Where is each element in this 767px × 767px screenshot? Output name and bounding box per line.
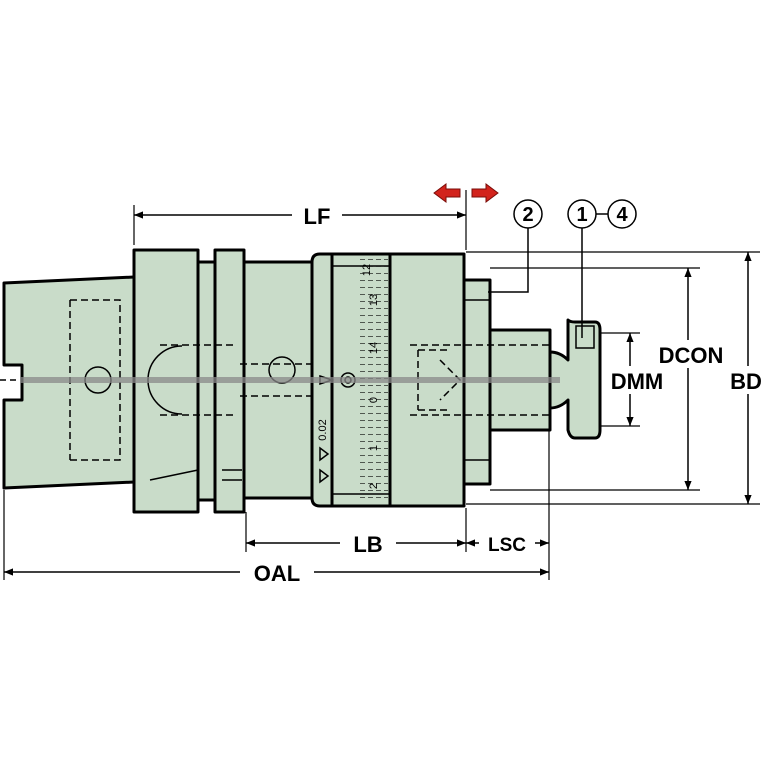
- scale-resolution: 0.02: [317, 419, 329, 440]
- arrow-right-icon: [471, 183, 499, 203]
- scale-mark-13: 13: [368, 294, 380, 306]
- label-dmm: DMM: [611, 369, 664, 394]
- adjustment-arrows: [433, 183, 499, 203]
- dimension-labels: LF LB LSC OAL DMM DCON BD: [240, 201, 766, 586]
- label-oal: OAL: [254, 561, 300, 586]
- scale-labels: 12 13 14 0 1 2 0.02: [317, 264, 380, 489]
- arrow-left-icon: [433, 183, 461, 203]
- scale-mark-12: 12: [361, 264, 373, 276]
- label-dcon: DCON: [659, 343, 724, 368]
- scale-mark-0: 0: [368, 397, 380, 403]
- label-lb: LB: [353, 532, 382, 557]
- label-lf: LF: [304, 204, 331, 229]
- label-bd: BD: [730, 369, 762, 394]
- callout-2: 2: [522, 204, 533, 226]
- callout-1: 1: [576, 204, 587, 226]
- callout-4: 4: [616, 204, 628, 226]
- callouts: 2 1 4: [488, 199, 637, 338]
- scale-mark-2: 2: [368, 483, 380, 489]
- label-lsc: LSC: [488, 535, 526, 556]
- scale-mark-14: 14: [368, 342, 380, 354]
- scale-mark-1: 1: [368, 445, 380, 451]
